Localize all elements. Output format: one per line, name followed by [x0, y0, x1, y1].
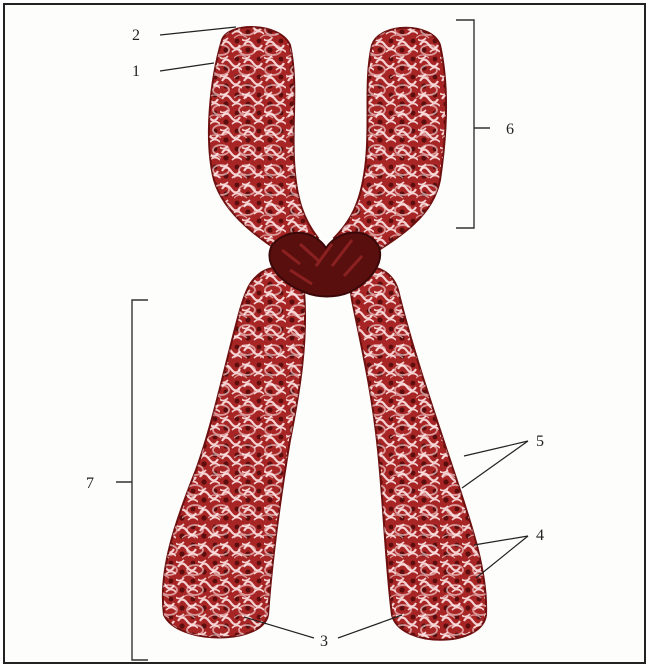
bracket-6	[456, 20, 490, 228]
label-1: 1	[132, 63, 140, 80]
upper-left-arm	[209, 27, 318, 262]
leader-5b	[462, 441, 528, 488]
upper-right-arm	[334, 28, 446, 262]
leader-1	[160, 63, 214, 71]
label-6: 6	[506, 121, 514, 138]
label-7: 7	[86, 475, 94, 492]
leader-3b	[338, 615, 402, 638]
lower-left-arm	[163, 267, 305, 637]
label-2: 2	[132, 27, 140, 44]
label-4: 4	[536, 527, 544, 544]
leader-2	[160, 27, 236, 35]
bracket-7	[116, 300, 148, 660]
lower-right-arm	[351, 267, 486, 639]
leader-4a	[474, 536, 528, 545]
leader-4b	[476, 536, 528, 578]
label-3: 3	[320, 633, 328, 650]
label-5: 5	[536, 433, 544, 450]
